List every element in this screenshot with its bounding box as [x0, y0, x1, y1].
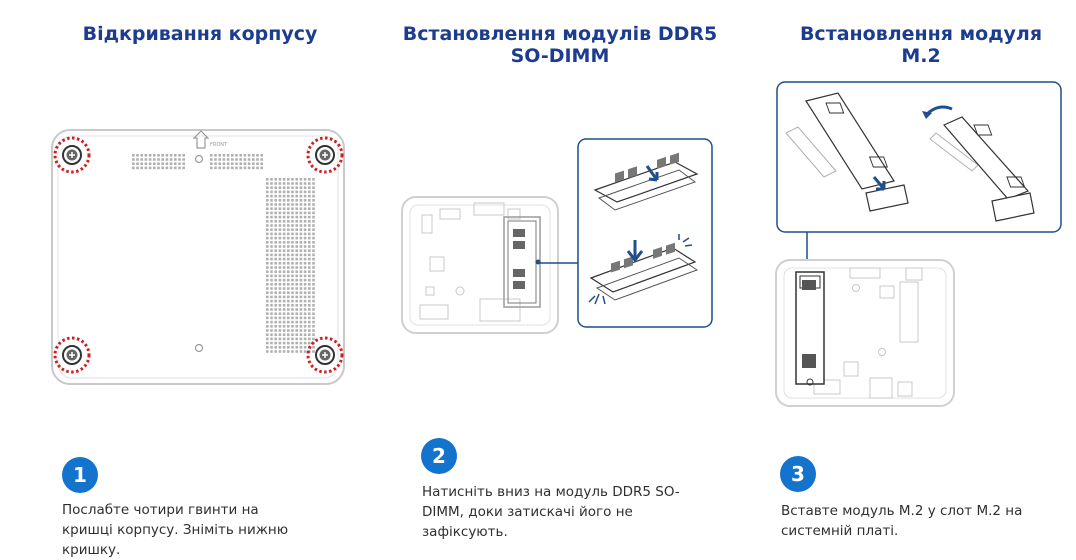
- step-1-description: Послабте чотири гвинти на кришці корпусу…: [62, 502, 289, 558]
- step-3-description-line-1: Вставте модуль M.2 у слот M.2 на: [781, 503, 1023, 519]
- callout-connector: [538, 262, 578, 264]
- step-1-badge: 1: [62, 457, 98, 493]
- step-3-badge: 3: [780, 456, 816, 492]
- step-3-description-line-2: системній платі.: [781, 523, 899, 539]
- step-2-description-line-2: DIMM, доки затискачі його не: [422, 504, 633, 520]
- press-down-arrow-icon: [626, 240, 644, 263]
- step-3-title: Встановлення модуля M.2: [799, 23, 1043, 67]
- step-1-title: Відкривання корпусу: [82, 23, 318, 45]
- vent-holes: [132, 154, 315, 353]
- screw-icon: [53, 336, 91, 374]
- step-2-title-line-1: Встановлення модулів DDR5: [402, 23, 718, 45]
- step-2-description-line-1: Натисніть вниз на модуль DDR5 SO-: [422, 484, 680, 500]
- press-down-arrow-icon: [645, 165, 659, 182]
- step-2-description: Натисніть вниз на модуль DDR5 SO- DIMM, …: [422, 482, 692, 542]
- step-2-title: Встановлення модулів DDR5 SO-DIMM: [400, 23, 720, 67]
- m2-callout-box: [776, 81, 1062, 233]
- step-3-description: Вставте модуль M.2 у слот M.2 на системн…: [781, 501, 1051, 541]
- step-2-badge: 2: [421, 438, 457, 474]
- step-2-description-line-3: зафіксують.: [422, 524, 508, 540]
- screw-icon: [306, 336, 344, 374]
- front-label: FRONT: [210, 142, 228, 148]
- case-bottom-illustration: FRONT: [51, 129, 345, 385]
- screw-icon: [53, 136, 91, 174]
- motherboard-ram-illustration: [401, 196, 559, 334]
- insert-arrow-icon: [872, 176, 886, 191]
- rotate-arrow-icon: [922, 105, 953, 119]
- screw-icon: [306, 136, 344, 174]
- motherboard-m2-illustration: [775, 259, 955, 407]
- ram-callout-box: [577, 138, 713, 328]
- arrow-up-icon: [192, 130, 210, 149]
- step-2-title-line-2: SO-DIMM: [510, 45, 610, 67]
